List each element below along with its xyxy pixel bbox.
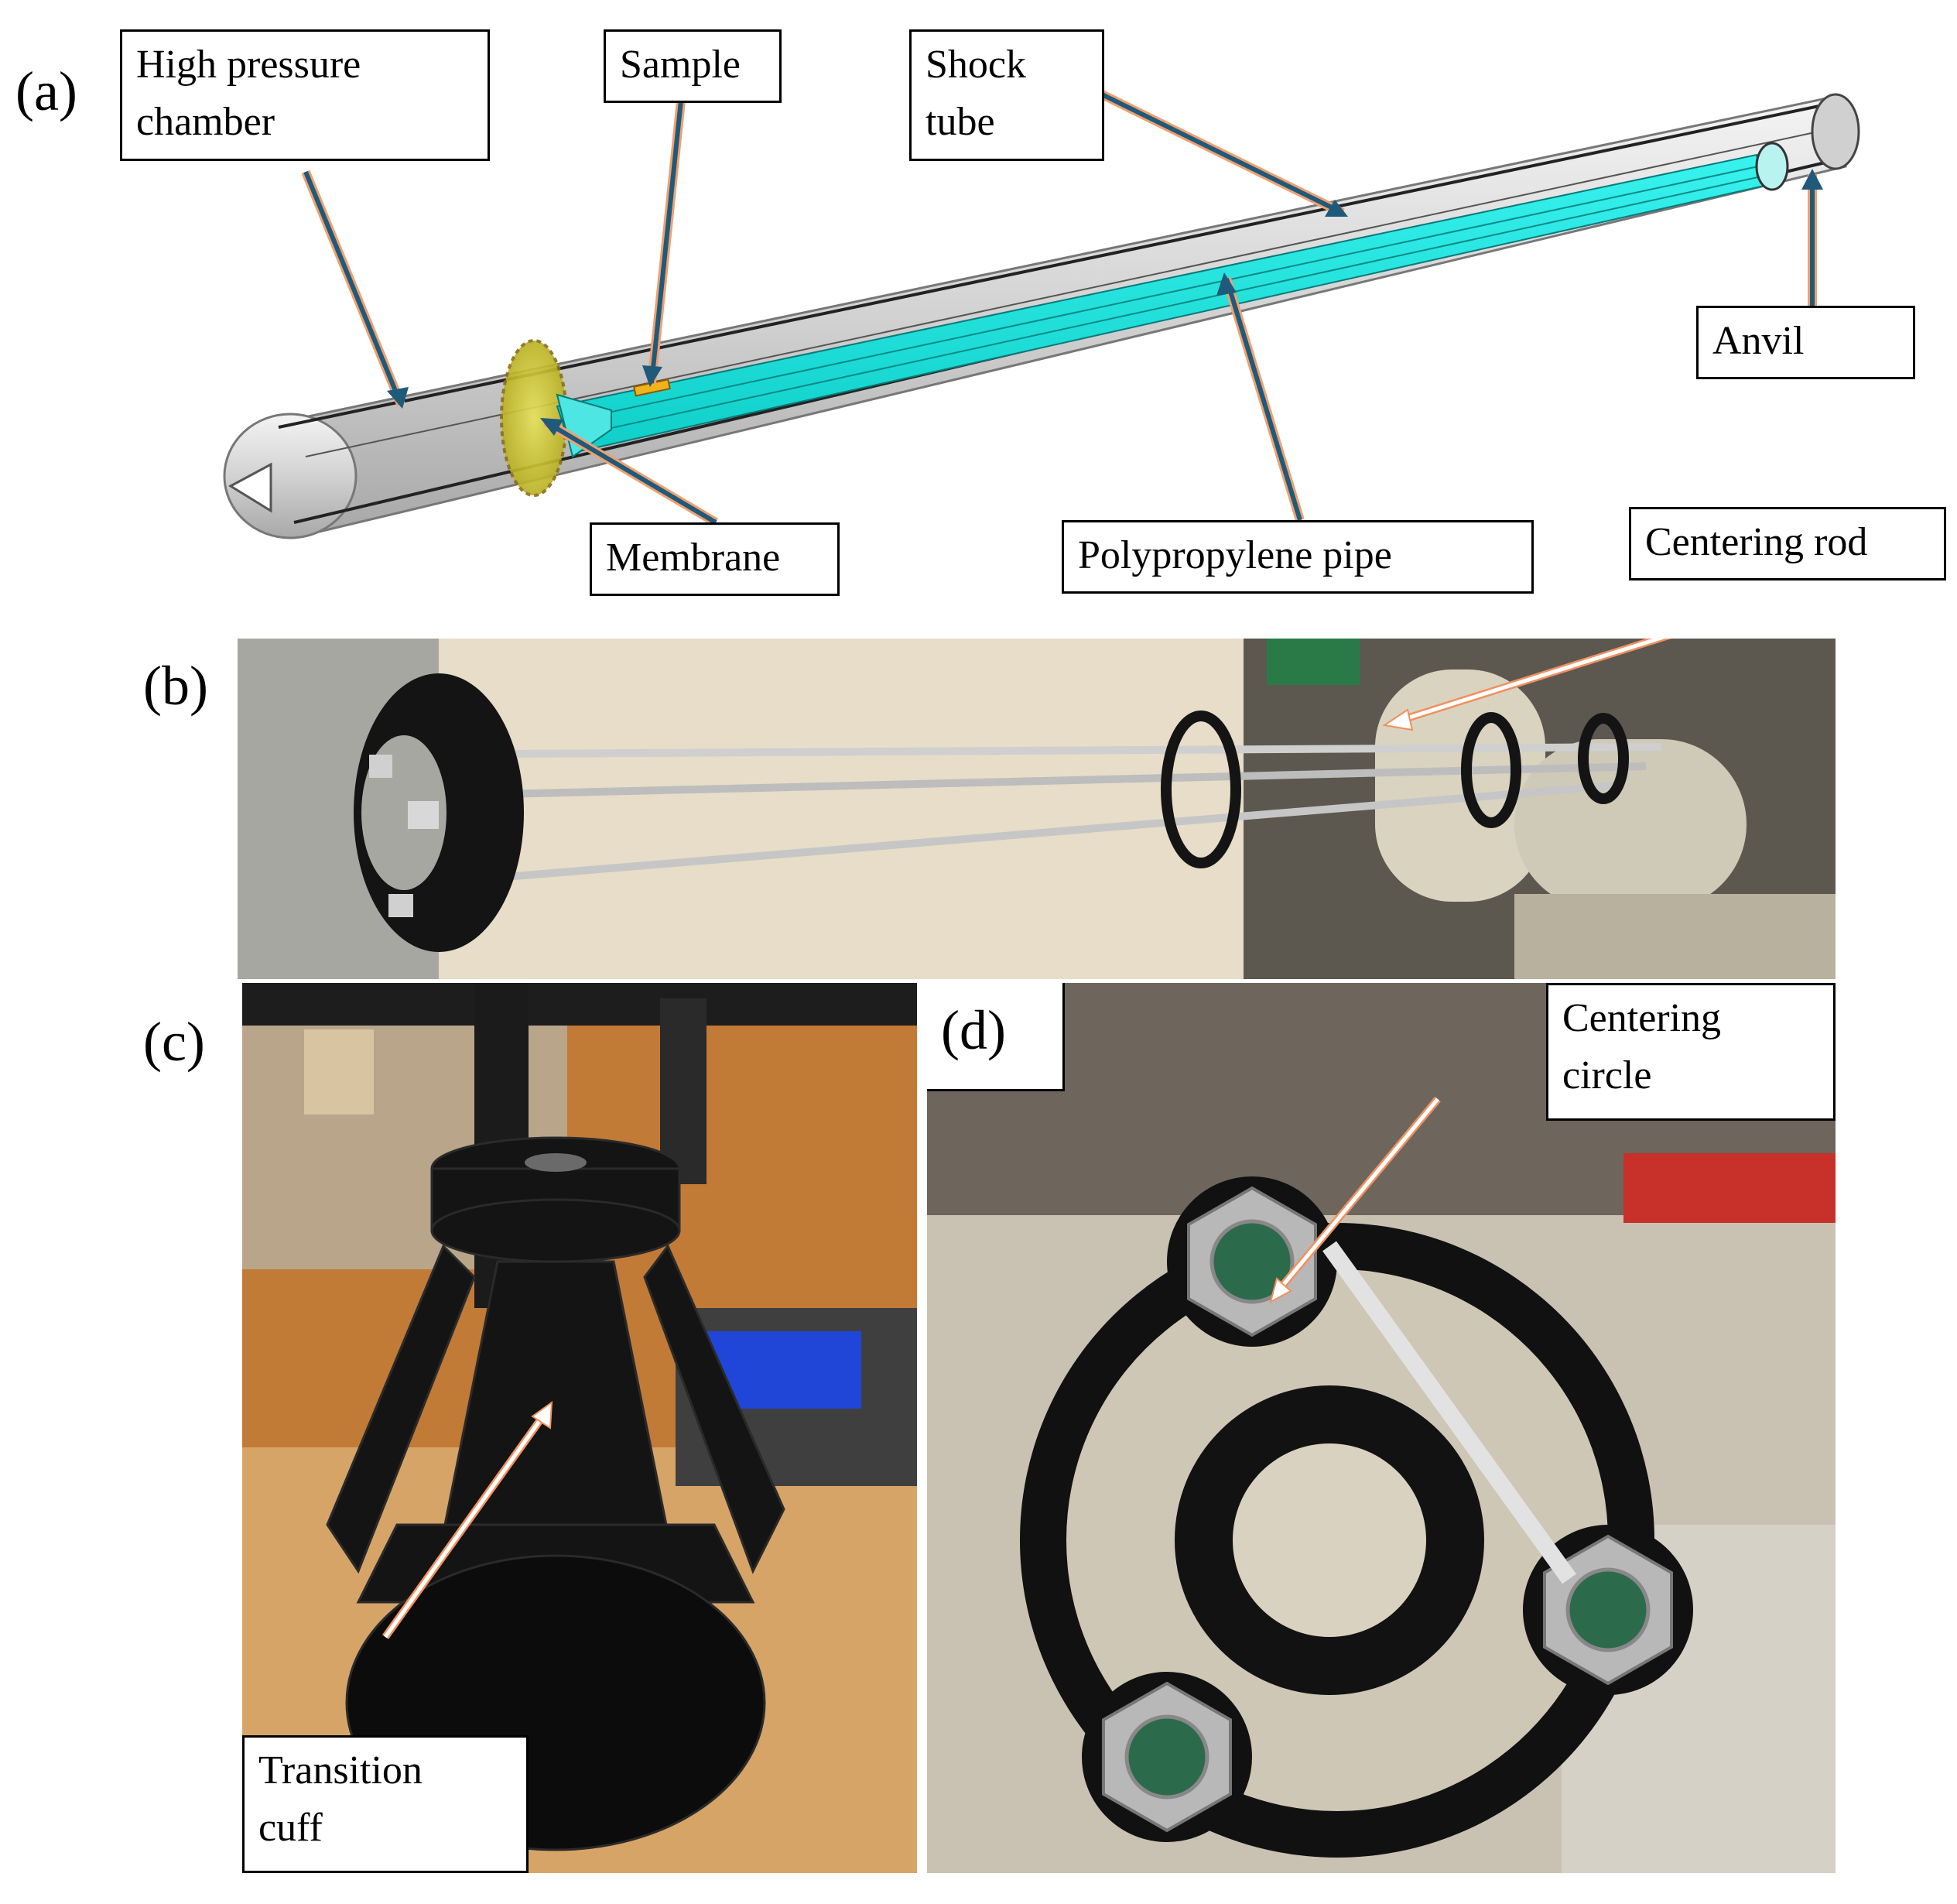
- label-centering-circle: Centering circle: [1546, 983, 1836, 1121]
- label-polypropylene-pipe: Polypropylene pipe: [1062, 520, 1534, 594]
- arrow-high-pressure-chamber: [301, 170, 409, 409]
- label-high-pressure-chamber: High pressure chamber: [120, 29, 490, 161]
- label-sample: Sample: [604, 29, 782, 103]
- arrow-anvil: [1801, 169, 1823, 308]
- arrow-shock-tube: [1097, 88, 1348, 217]
- panel-a-drawing: [223, 88, 1860, 539]
- membrane-disk: [500, 339, 568, 497]
- panel-c-letter: (c): [143, 1011, 205, 1073]
- panel-d-photo: [927, 983, 1836, 1873]
- panel-a-letter: (a): [15, 60, 77, 122]
- panel-b-letter: (b): [143, 655, 208, 717]
- arrow-membrane: [540, 417, 719, 527]
- label-shock-tube: Shock tube: [909, 29, 1104, 161]
- arrow-polypropylene-pipe: [1216, 272, 1305, 522]
- arrow-sample: [642, 100, 686, 387]
- label-anvil: Anvil: [1696, 306, 1915, 379]
- label-transition-cuff: Transition cuff: [242, 1735, 529, 1873]
- label-centering-rod: Centering rod: [1629, 507, 1946, 580]
- polypropylene-pipe: [556, 142, 1789, 458]
- panel-b-photo: [238, 639, 1836, 979]
- label-panel-d-letter: (d): [927, 983, 1065, 1091]
- label-membrane: Membrane: [590, 522, 840, 596]
